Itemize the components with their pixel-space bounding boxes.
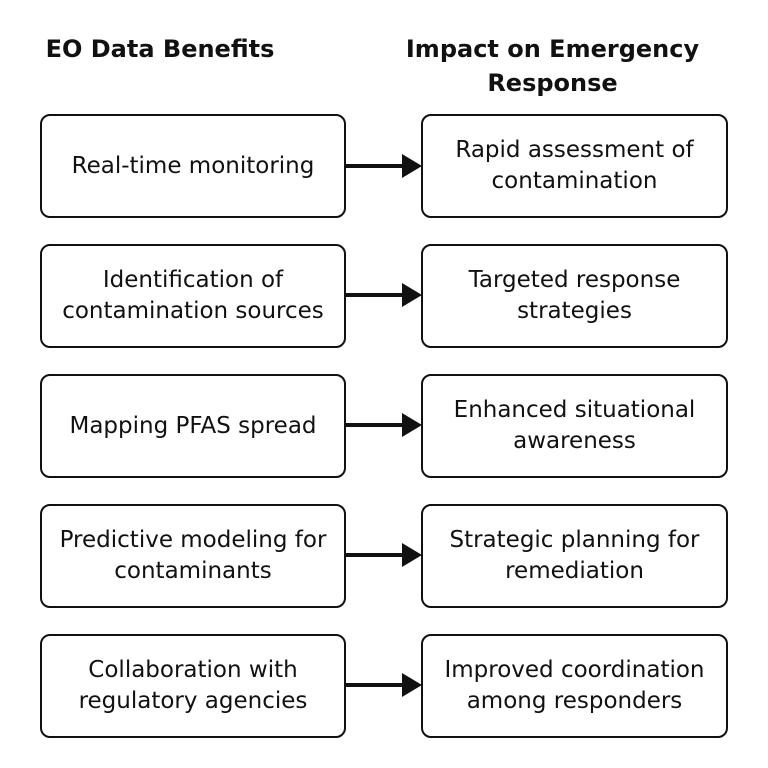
flow-arrow-icon: [346, 543, 422, 567]
impact-label: Strategic planning for remediation: [449, 527, 700, 584]
impact-box-strategic-planning: Strategic planning for remediation: [421, 504, 728, 608]
flow-arrow-icon: [346, 283, 422, 307]
benefit-box-identification-of-sources: Identification of contamination sources: [40, 244, 346, 348]
flow-arrow-icon: [346, 673, 422, 697]
eo-data-benefits-header: EO Data Benefits: [45, 35, 275, 63]
benefit-box-collaboration-with-agencies: Collaboration with regulatory agencies: [40, 634, 346, 738]
impact-label: Improved coordination among responders: [444, 657, 705, 714]
impact-label: Targeted response strategies: [468, 267, 681, 324]
impact-box-situational-awareness: Enhanced situational awareness: [421, 374, 728, 478]
benefit-box-predictive-modeling: Predictive modeling for contaminants: [40, 504, 346, 608]
impact-box-improved-coordination: Improved coordination among responders: [421, 634, 728, 738]
benefit-label: Real-time monitoring: [71, 152, 315, 179]
benefit-label: Mapping PFAS spread: [69, 412, 317, 439]
impact-box-rapid-assessment: Rapid assessment of contamination: [421, 114, 728, 218]
impact-label: Rapid assessment of contamination: [455, 137, 694, 194]
flow-arrow-icon: [346, 413, 422, 437]
impact-box-targeted-response: Targeted response strategies: [421, 244, 728, 348]
benefit-label: Collaboration with regulatory agencies: [78, 657, 308, 714]
benefit-box-mapping-pfas-spread: Mapping PFAS spread: [40, 374, 346, 478]
benefit-label: Predictive modeling for contaminants: [59, 527, 327, 584]
impact-label: Enhanced situational awareness: [453, 397, 696, 454]
flow-arrow-icon: [346, 154, 422, 178]
impact-on-emergency-response-header: Impact on Emergency Response: [405, 35, 700, 97]
benefit-label: Identification of contamination sources: [62, 267, 324, 324]
benefit-box-real-time-monitoring: Real-time monitoring: [40, 114, 346, 218]
